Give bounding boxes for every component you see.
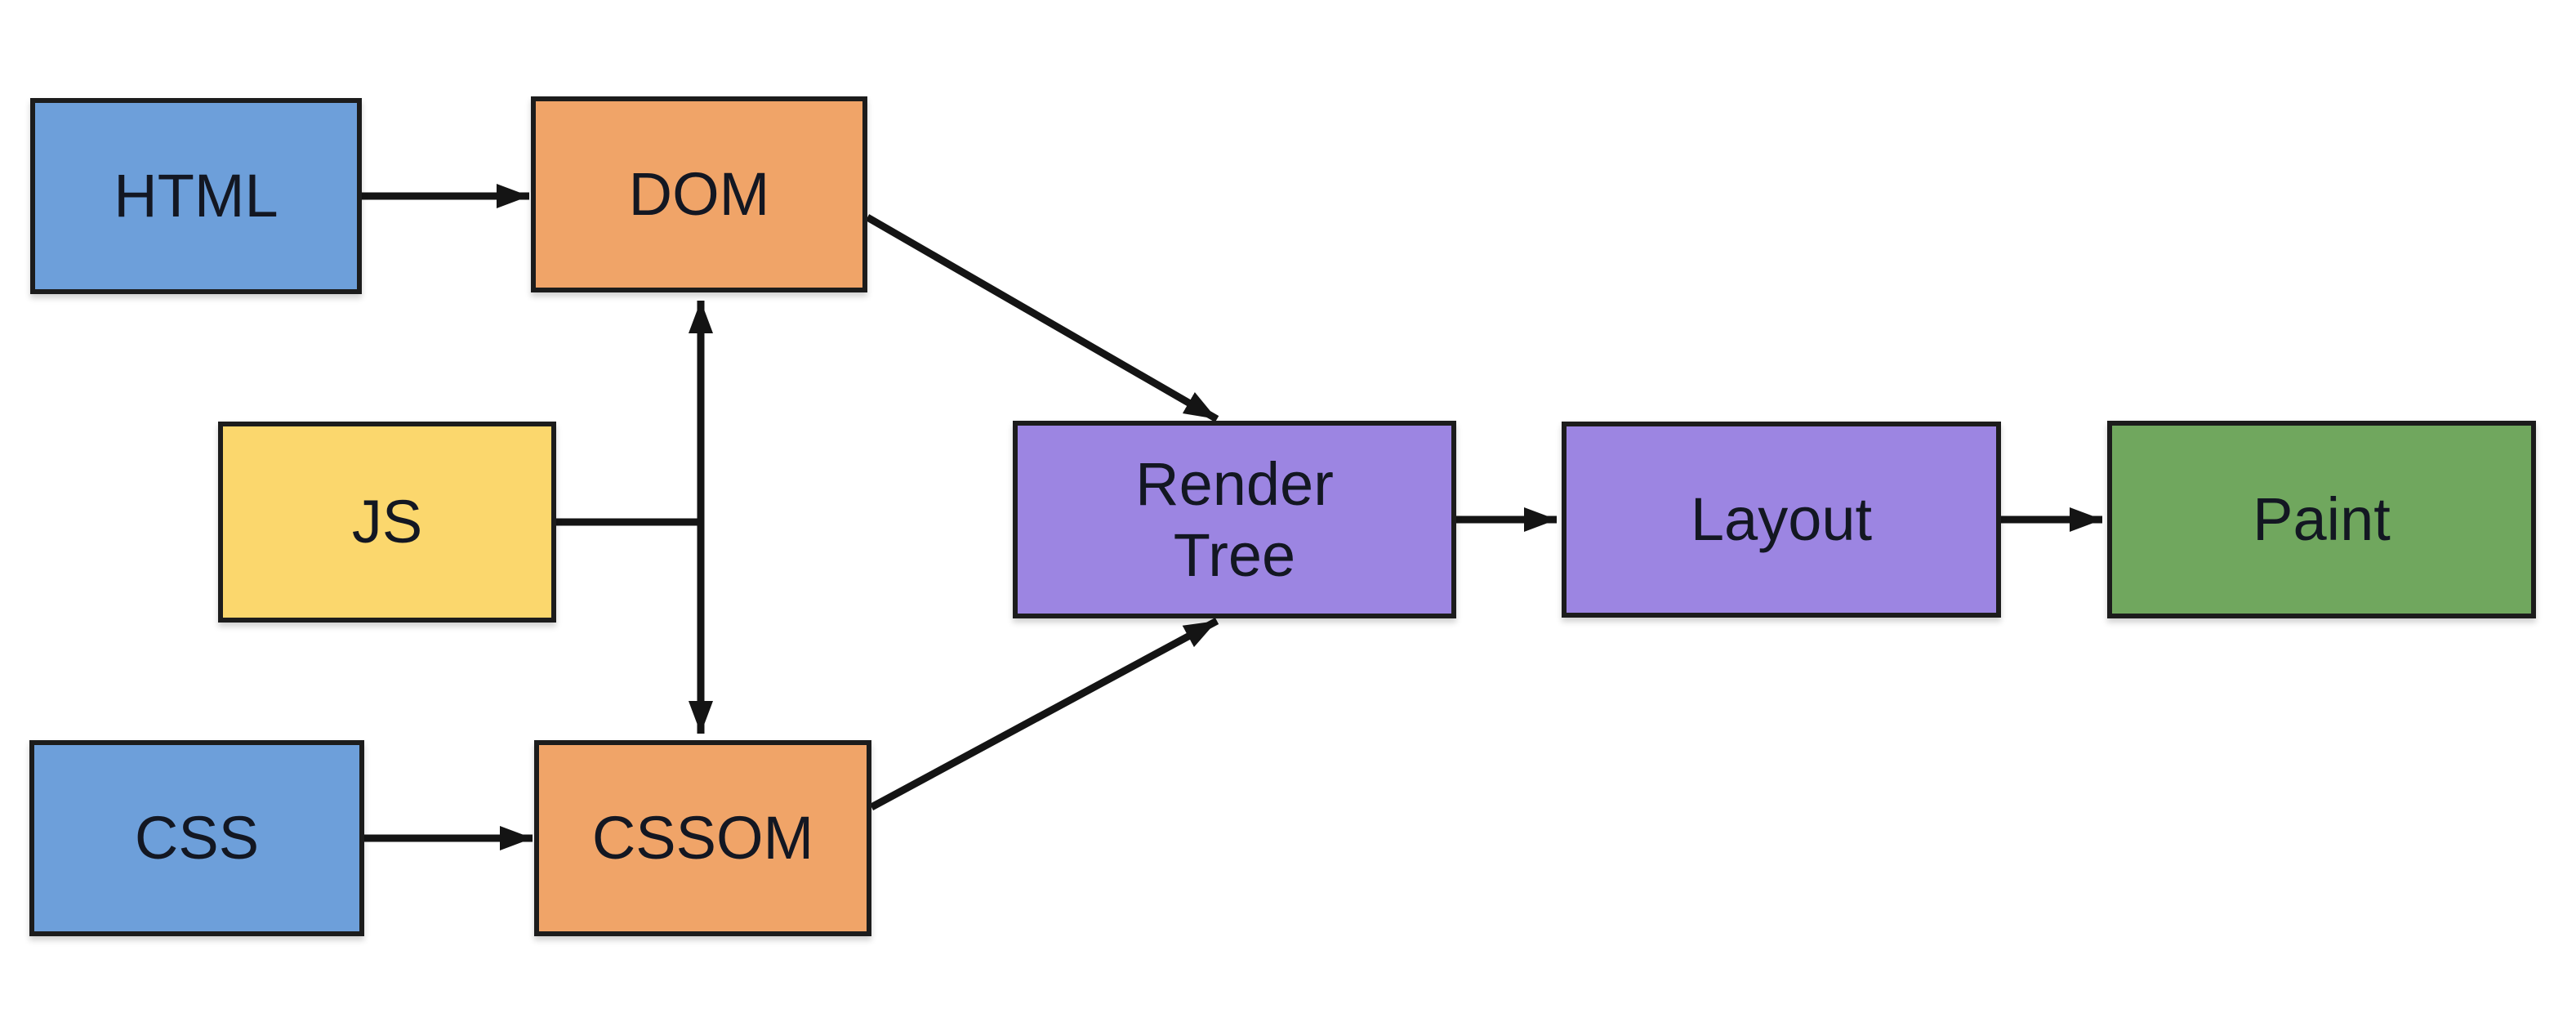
node-js: JS	[218, 422, 556, 623]
connector-dom-to-render-tree	[865, 214, 1219, 422]
node-dom: DOM	[531, 96, 867, 292]
node-cssom-label: CSSOM	[591, 804, 814, 873]
node-js-label: JS	[351, 488, 423, 556]
node-layout-label: Layout	[1690, 485, 1873, 554]
node-dom-label: DOM	[628, 160, 770, 229]
node-css-label: CSS	[134, 804, 260, 873]
node-html-label: HTML	[114, 162, 279, 230]
node-cssom: CSSOM	[534, 740, 871, 936]
node-paint-label: Paint	[2253, 485, 2391, 554]
connector-cssom-to-render-tree	[869, 618, 1219, 810]
node-layout: Layout	[1562, 422, 2001, 618]
node-render-tree-label: Render Tree	[1135, 449, 1334, 589]
node-html: HTML	[30, 98, 362, 294]
node-render-tree: Render Tree	[1013, 421, 1456, 618]
node-paint: Paint	[2107, 421, 2536, 618]
node-css: CSS	[29, 740, 364, 936]
